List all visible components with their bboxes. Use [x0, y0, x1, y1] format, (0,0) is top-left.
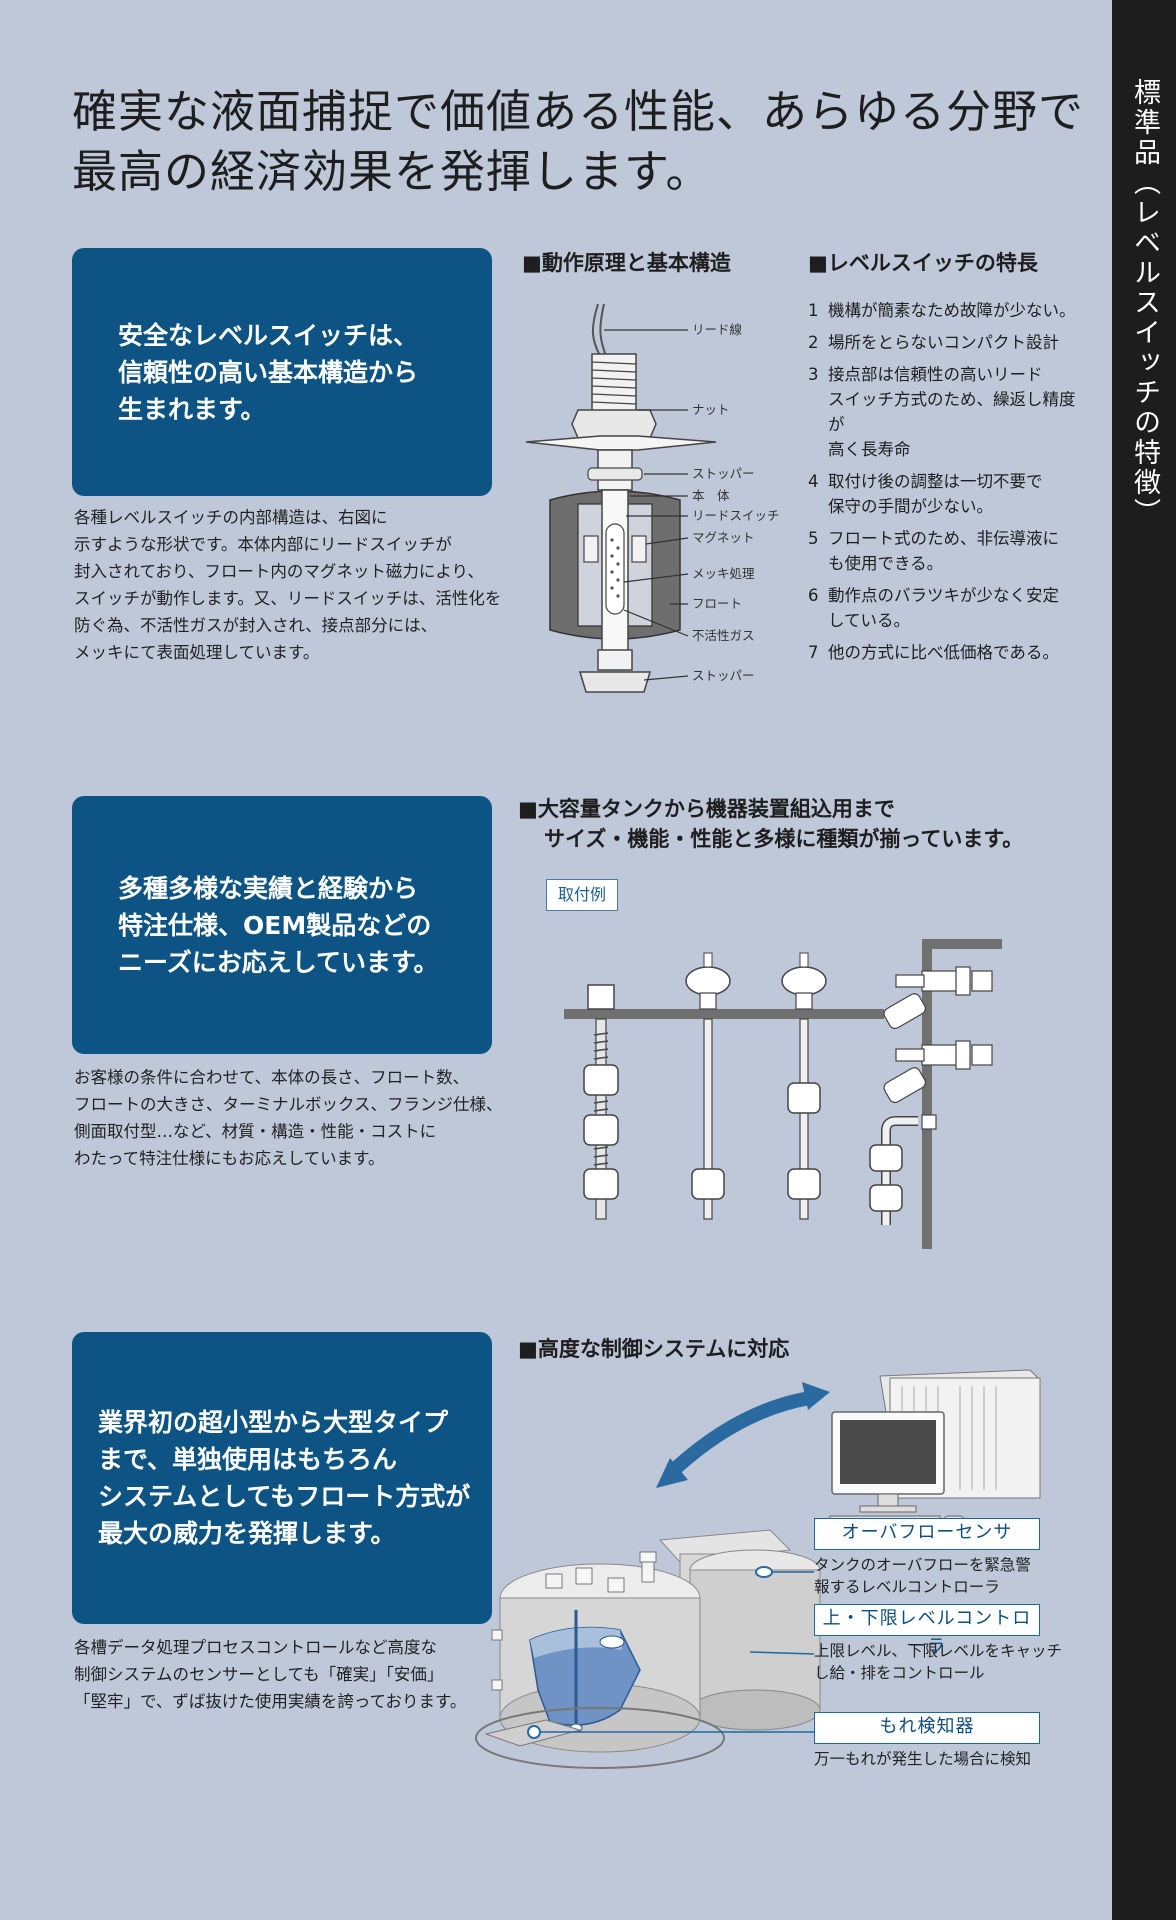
label-magnet: マグネット — [692, 530, 755, 545]
callout-overflow-title: オーバフローセンサ — [814, 1518, 1040, 1550]
callout-level-title: 上・下限レベルコントローラ — [814, 1604, 1040, 1657]
section2-highlight-text: 多種多様な実績と経験から 特注仕様、OEM製品などの ニーズにお応えしています。 — [118, 873, 439, 977]
headline-line2: 最高の経済効果を発揮します。 — [72, 145, 712, 198]
diagram-heading: ■動作原理と基本構造 — [522, 251, 731, 275]
section3-highlight-box: 業界初の超小型から大型タイプ まで、単独使用はもちろん システムとしてもフロート… — [72, 1332, 492, 1624]
mounting-example-tag: 取付例 — [546, 879, 618, 911]
page-headline: 確実な液面捕捉で価値ある性能、あらゆる分野で 最高の経済効果を発揮します。 — [72, 82, 1092, 202]
side-tab-label: 標準品（レベルスイッチの特徴） — [1129, 78, 1160, 528]
control-system-illustration — [475, 1369, 1041, 1769]
structure-diagram: リード線 ナット ストッパー 本 体 リードスイッチ マグネット メッキ処理 フ… — [525, 303, 780, 693]
headline-line1: 確実な液面捕捉で価値ある性能、あらゆる分野で — [72, 85, 1085, 138]
section3-heading: ■高度な制御システムに対応 — [518, 1337, 790, 1361]
section2-heading: ■大容量タンクから機器装置組込用まで サイズ・機能・性能と多様に種類が揃っていま… — [518, 794, 1098, 854]
section2-highlight-box: 多種多様な実績と経験から 特注仕様、OEM製品などの ニーズにお応えしています。 — [72, 796, 492, 1054]
label-plating: メッキ処理 — [692, 566, 755, 581]
side-tab: 標準品（レベルスイッチの特徴） — [1112, 0, 1176, 1920]
label-lead-wire: リード線 — [692, 322, 743, 337]
label-stopper-bottom: ストッパー — [692, 668, 755, 683]
callout-leak-desc: 万一もれが発生した場合に検知 — [814, 1750, 1032, 1768]
section1-highlight-box: 安全なレベルスイッチは、 信頼性の高い基本構造から 生まれます。 — [72, 248, 492, 496]
section1-highlight-text: 安全なレベルスイッチは、 信頼性の高い基本構造から 生まれます。 — [118, 320, 419, 424]
callout-overflow-desc: タンクのオーバフローを緊急警 報するレベルコントローラ — [814, 1556, 1031, 1596]
label-nut: ナット — [692, 402, 730, 417]
section2-heading-line2: サイズ・機能・性能と多様に種類が揃っています。 — [544, 827, 1024, 851]
section2-heading-line1: ■大容量タンクから機器装置組込用まで — [518, 797, 895, 821]
label-body: 本 体 — [692, 488, 730, 503]
features-heading: ■レベルスイッチの特長 — [808, 251, 1038, 275]
label-reed-switch: リードスイッチ — [692, 508, 780, 523]
mounting-examples-illustration — [564, 939, 1002, 1249]
callout-level-desc: 上限レベル、下限レベルをキャッチ し給・排をコントロール — [814, 1642, 1063, 1682]
section3-body: 各槽データ処理プロセスコントロールなど高度な 制御システムのセンサーとしても「確… — [74, 1638, 467, 1711]
callout-leak-title: もれ検知器 — [814, 1712, 1040, 1744]
label-float: フロート — [692, 596, 742, 611]
label-inert-gas: 不活性ガス — [692, 628, 755, 643]
label-stopper-top: ストッパー — [692, 466, 755, 481]
section3-highlight-text: 業界初の超小型から大型タイプ まで、単独使用はもちろん システムとしてもフロート… — [98, 1408, 471, 1548]
section2-body: お客様の条件に合わせて、本体の長さ、フロート数、 フロートの大きさ、ターミナルボ… — [74, 1068, 503, 1168]
section1-body: 各種レベルスイッチの内部構造は、右図に 示すような形状です。本体内部にリードスイ… — [74, 508, 502, 662]
